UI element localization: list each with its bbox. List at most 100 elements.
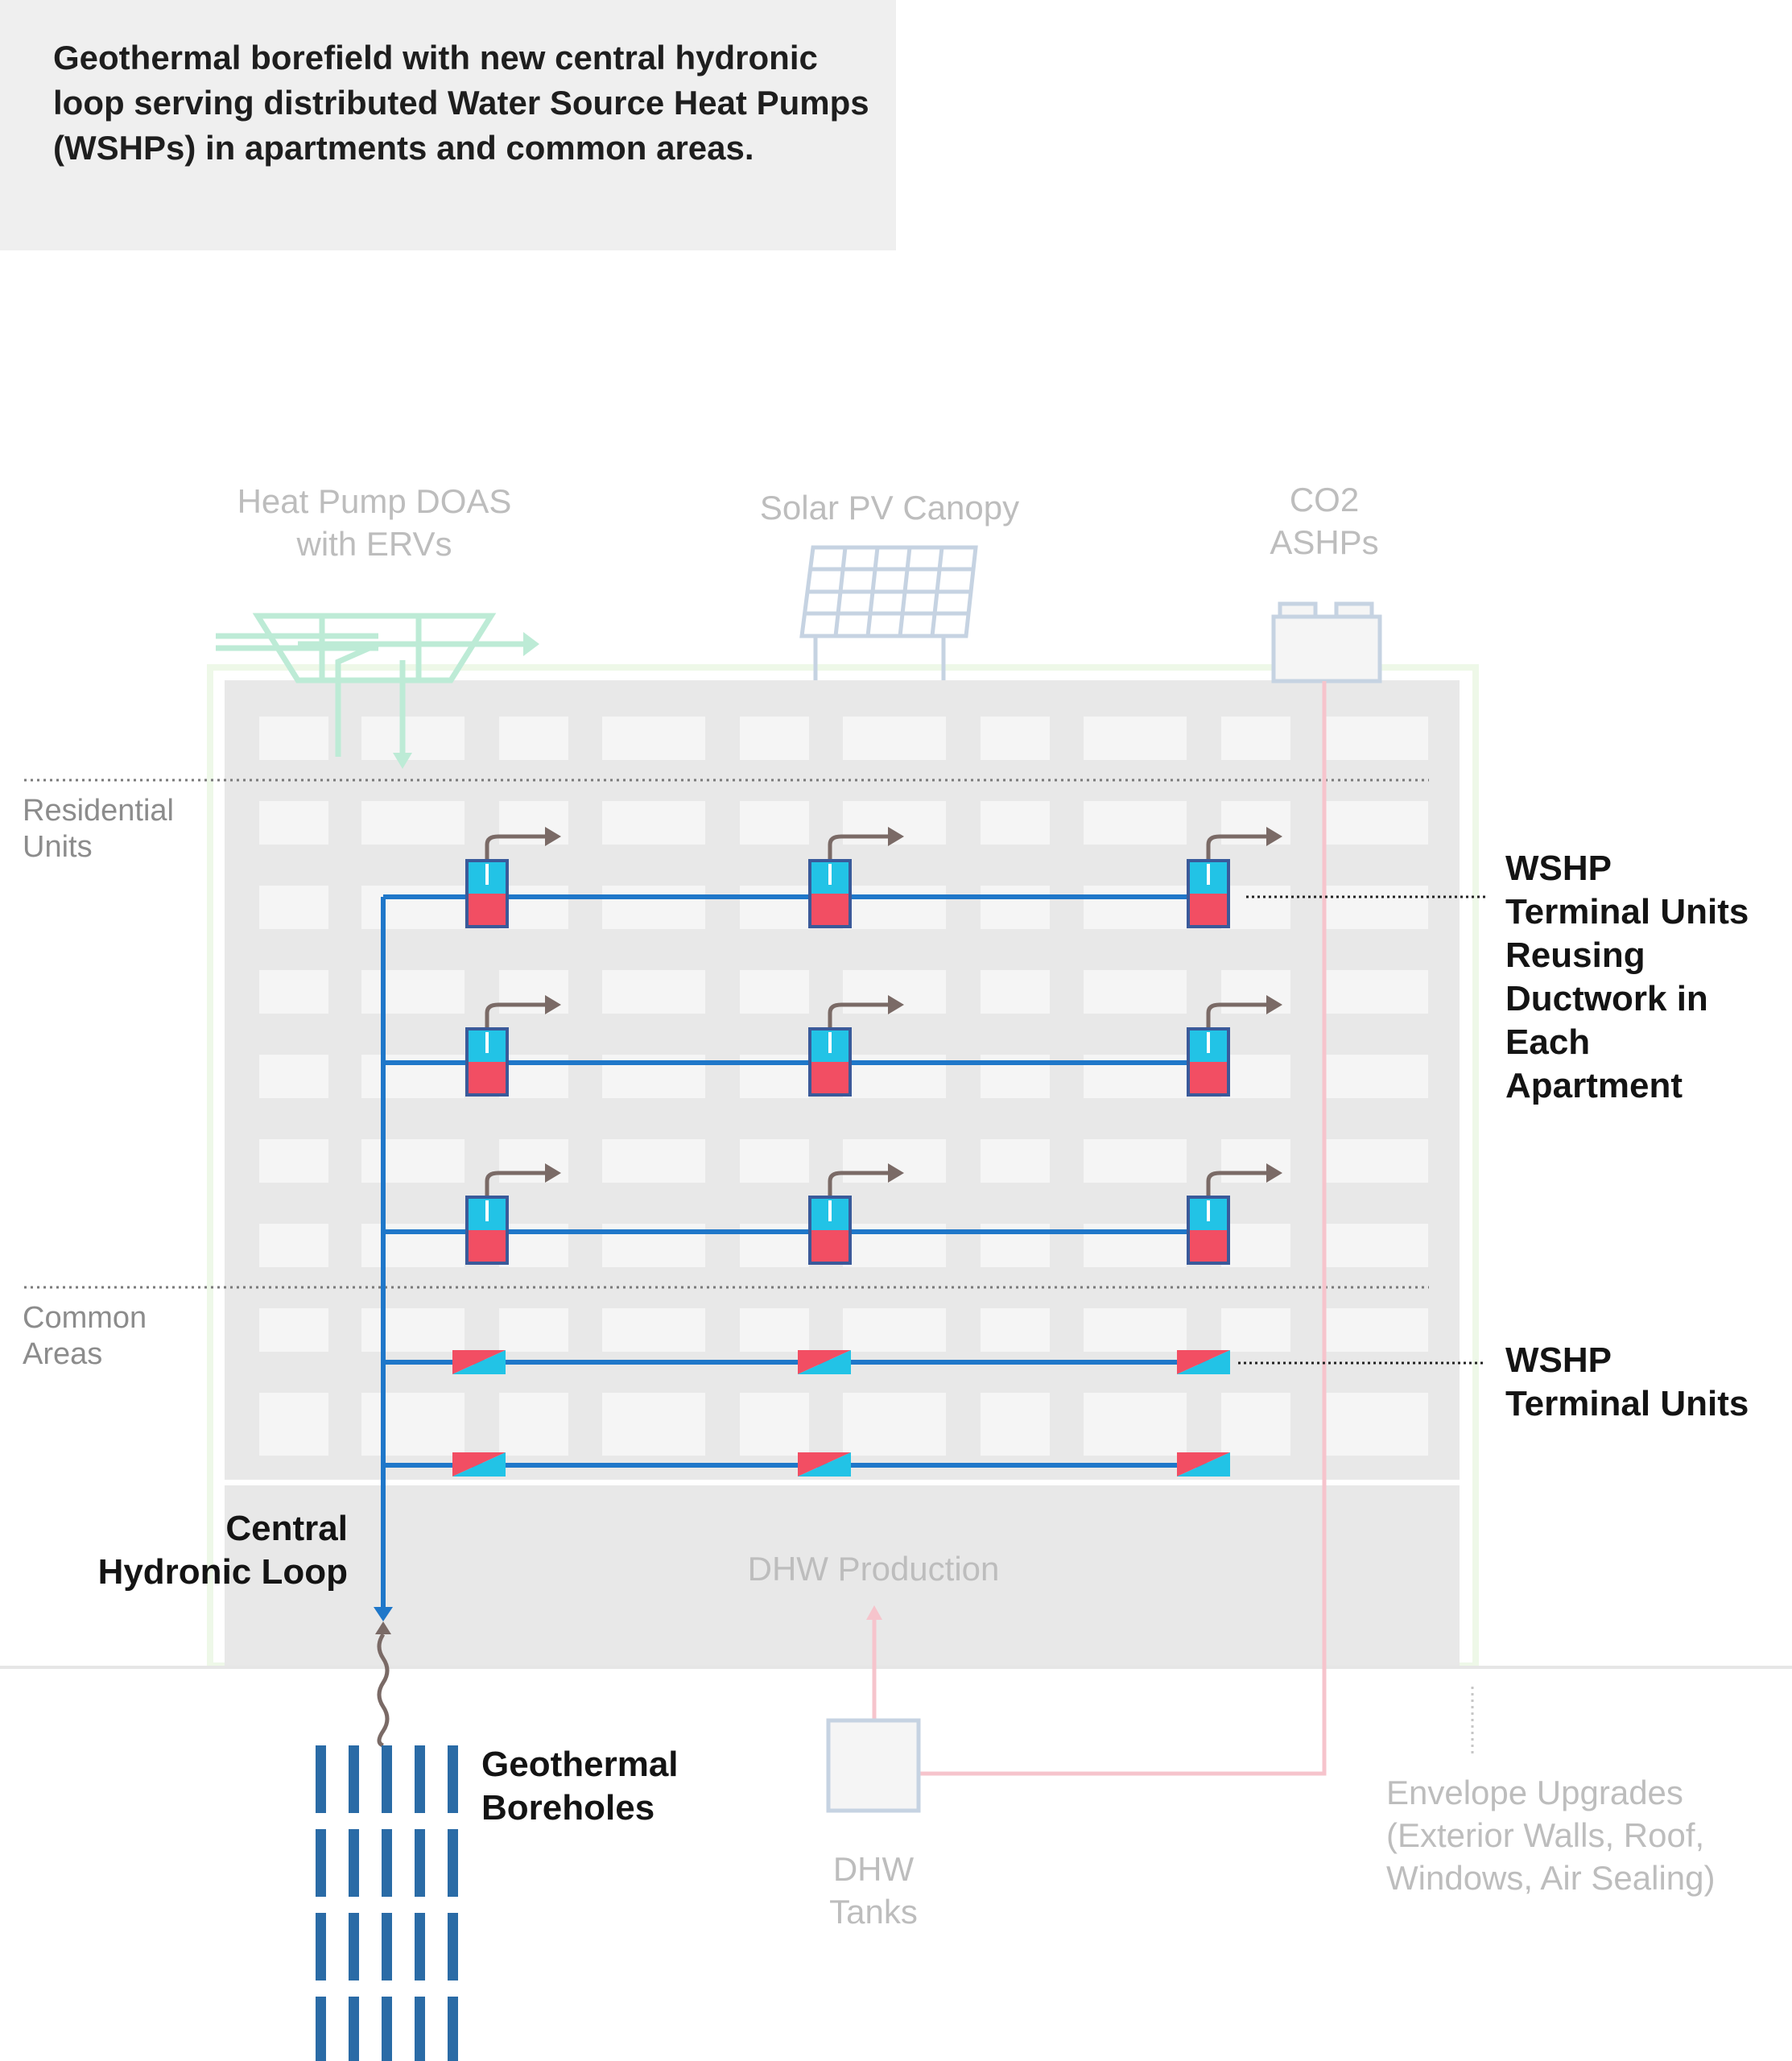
window xyxy=(740,1308,809,1352)
window xyxy=(602,1393,705,1456)
wshp-unit-outline xyxy=(808,1027,852,1097)
wshp-apartment-line: Reusing xyxy=(1505,936,1645,975)
window xyxy=(1221,1393,1290,1456)
co2-label-line1: CO2 xyxy=(1289,481,1360,518)
window xyxy=(499,1393,568,1456)
duct-arrow-head xyxy=(545,827,561,846)
window xyxy=(361,970,465,1014)
wshp-unit-hot xyxy=(810,1230,850,1263)
wshp-apartment-label: WSHP Terminal Units Reusing Ductwork in … xyxy=(1505,847,1749,1108)
duct-arrow-head xyxy=(545,995,561,1014)
window xyxy=(1084,886,1187,929)
window xyxy=(1325,801,1428,845)
window xyxy=(740,1139,809,1183)
window xyxy=(740,970,809,1014)
dhw-piping xyxy=(872,681,1327,1776)
wshp-unit-outline xyxy=(808,859,852,928)
window xyxy=(843,1393,946,1456)
window xyxy=(740,886,809,929)
envelope-line: Envelope Upgrades xyxy=(1386,1774,1683,1811)
wshp-unit-hot xyxy=(467,894,507,927)
window xyxy=(843,717,946,760)
window xyxy=(602,886,705,929)
window xyxy=(361,717,465,760)
envelope-line: (Exterior Walls, Roof, xyxy=(1386,1816,1705,1854)
common-unit-cold xyxy=(452,1452,506,1477)
duct-arrow-head xyxy=(1266,1163,1282,1183)
loop-label-line2: Hydronic Loop xyxy=(97,1552,348,1592)
duct-arrow-head xyxy=(1266,995,1282,1014)
window xyxy=(499,1139,568,1183)
window xyxy=(361,1393,465,1456)
window xyxy=(981,801,1050,845)
window xyxy=(602,717,705,760)
geothermal-borefield xyxy=(316,1745,458,2061)
window xyxy=(843,1308,946,1352)
duct-arrow-line xyxy=(828,1171,890,1197)
wshp-unit-outline xyxy=(465,859,509,928)
borehole xyxy=(448,1829,458,1897)
doas-unit xyxy=(216,613,539,769)
borehole xyxy=(382,1913,392,1980)
window xyxy=(361,801,465,845)
duct-arrow-head xyxy=(888,1163,904,1183)
wshp-common-label: WSHP Terminal Units xyxy=(1505,1339,1749,1426)
window xyxy=(361,1308,465,1352)
borehole xyxy=(349,1829,359,1897)
common-unit-cold xyxy=(798,1350,851,1374)
borehole xyxy=(448,1745,458,1813)
geothermal-connector xyxy=(377,1633,390,1748)
borehole xyxy=(448,1997,458,2061)
wshp-unit-outline xyxy=(465,1027,509,1097)
window xyxy=(981,1308,1050,1352)
window xyxy=(361,1139,465,1183)
window xyxy=(1084,1139,1187,1183)
duct-arrow-line xyxy=(1206,1171,1269,1197)
wshp-apartment-line: WSHP xyxy=(1505,849,1612,888)
wshp-unit-hot xyxy=(467,1230,507,1263)
window xyxy=(602,1139,705,1183)
dhw-production-label: DHW Production xyxy=(747,1550,1000,1588)
borehole-label: Geothermal Boreholes xyxy=(481,1743,679,1830)
wshp-unit-outline xyxy=(1187,1027,1230,1097)
duct-arrow-line xyxy=(485,1002,547,1029)
hydronic-loop xyxy=(374,894,1217,1621)
window xyxy=(1221,1224,1290,1267)
duct-arrow-line xyxy=(1206,1002,1269,1029)
wshp-apartment-line: Apartment xyxy=(1505,1066,1683,1105)
wshp-unit-hot xyxy=(467,1062,507,1095)
duct-arrow-head xyxy=(888,995,904,1014)
duct-arrow-line xyxy=(485,834,547,861)
loop-label-line1: Central xyxy=(225,1509,348,1548)
common-areas-label: Common Areas xyxy=(23,1300,147,1373)
duct-arrows xyxy=(485,827,1282,1197)
borehole xyxy=(382,1997,392,2061)
callout-text: Geothermal borefield with new central hy… xyxy=(53,39,869,167)
borehole xyxy=(316,1913,326,1980)
wshp-unit-hot xyxy=(1188,1230,1228,1263)
common-label-line1: Common xyxy=(23,1301,147,1335)
window xyxy=(259,886,328,929)
wshp-unit-hot xyxy=(810,1062,850,1095)
common-unit-cold xyxy=(798,1452,851,1477)
duct-arrow-head xyxy=(888,827,904,846)
common-unit-cold xyxy=(1177,1350,1230,1374)
window xyxy=(1221,970,1290,1014)
common-unit-cold xyxy=(452,1350,506,1374)
wshp-unit-outline xyxy=(1187,859,1230,928)
window xyxy=(602,801,705,845)
dhw-tanks-label: DHW Tanks xyxy=(773,1848,974,1933)
geothermal-connector-arrow xyxy=(375,1621,391,1634)
borehole xyxy=(316,1829,326,1897)
common-label-line2: Areas xyxy=(23,1337,103,1371)
window xyxy=(740,801,809,845)
window xyxy=(1221,1139,1290,1183)
doas-label-line1: Heat Pump DOAS xyxy=(237,482,512,520)
doas-label-line2: with ERVs xyxy=(296,525,452,563)
window xyxy=(740,717,809,760)
borehole xyxy=(415,1913,425,1980)
borehole xyxy=(382,1829,392,1897)
loop-arrow xyxy=(374,1607,393,1621)
window xyxy=(1221,1308,1290,1352)
